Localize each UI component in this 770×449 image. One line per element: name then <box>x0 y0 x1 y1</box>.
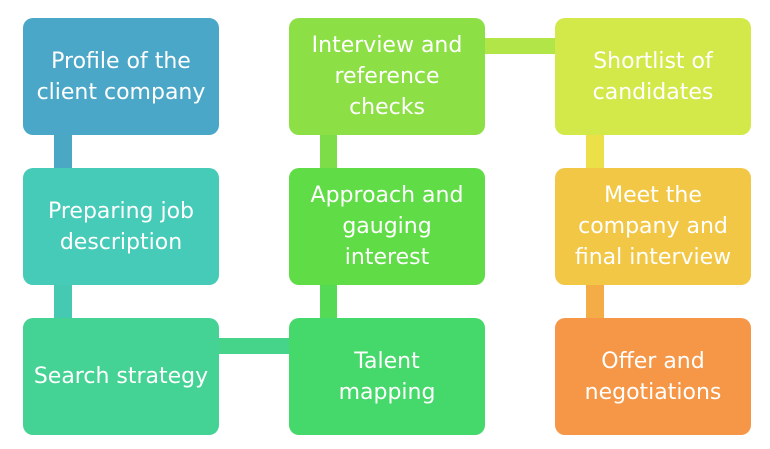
step-offer-negotiations: Offer and negotiations <box>555 318 751 435</box>
connector-4 <box>320 285 337 318</box>
connector-5 <box>320 135 337 168</box>
step-preparing-job-description: Preparing job description <box>23 168 219 285</box>
connector-8 <box>586 285 604 318</box>
connector-3 <box>219 338 289 354</box>
connector-6 <box>485 38 555 54</box>
step-talent-mapping: Talent mapping <box>289 318 485 435</box>
step-approach-gauging-interest: Approach and gauging interest <box>289 168 485 285</box>
connector-1 <box>54 135 72 168</box>
connector-2 <box>54 285 72 318</box>
step-meet-company-final-interview: Meet the company and final interview <box>555 168 751 285</box>
connector-7 <box>586 135 604 168</box>
step-interview-reference-checks: Interview and reference checks <box>289 18 485 135</box>
step-search-strategy: Search strategy <box>23 318 219 435</box>
step-shortlist-candidates: Shortlist of candidates <box>555 18 751 135</box>
step-profile-client-company: Profile of the client company <box>23 18 219 135</box>
